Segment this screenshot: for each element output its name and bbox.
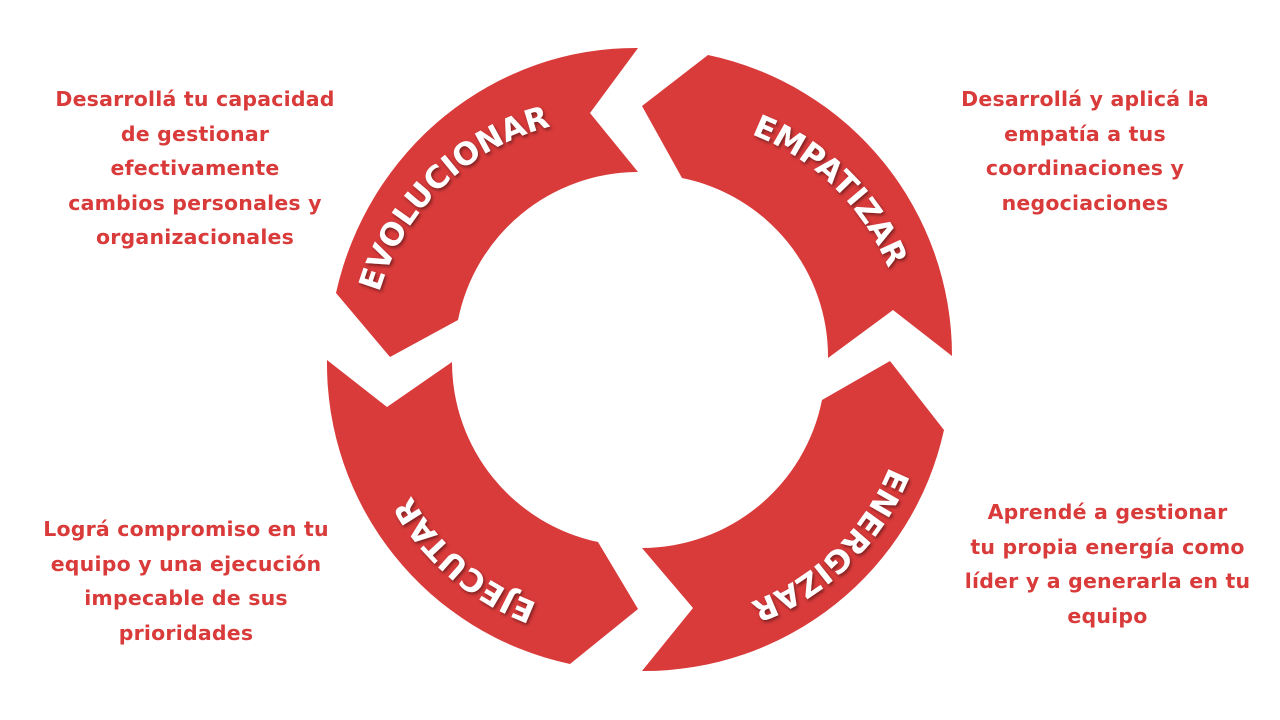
energizar-description: Aprendé a gestionar tu propia energía co… bbox=[964, 500, 1251, 628]
evolucionar-description: Desarrollá tu capacidad de gestionar efe… bbox=[55, 87, 335, 249]
empatizar-description: Desarrollá y aplicá la empatía a tus coo… bbox=[961, 87, 1209, 215]
energizar-arc bbox=[642, 361, 944, 672]
ejecutar-description: Lográ compromiso en tu equipo y una ejec… bbox=[43, 517, 329, 645]
ejecutar-arc bbox=[326, 360, 638, 664]
evolucionar-arc bbox=[336, 47, 638, 358]
empatizar-arc bbox=[642, 55, 953, 358]
